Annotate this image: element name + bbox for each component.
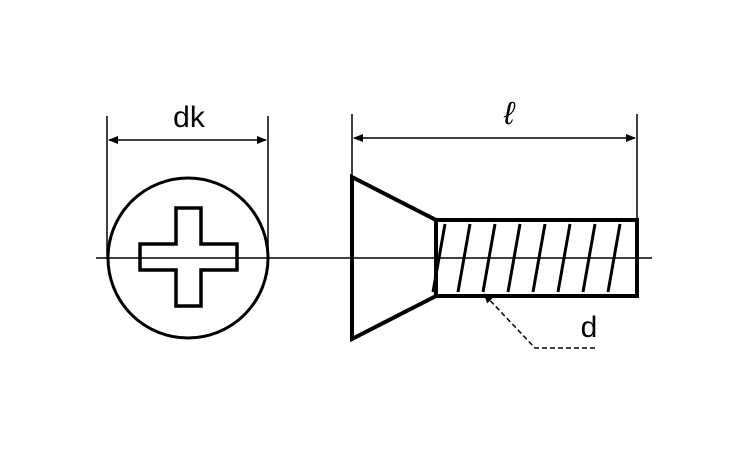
phillips-cross-recess (138, 206, 239, 308)
dk-dimension: dk (106, 101, 269, 258)
length-dimension: ℓ (351, 95, 638, 220)
thread-diameter-leader: d (483, 293, 598, 349)
length-label: ℓ (503, 95, 516, 131)
d-label: d (581, 311, 598, 344)
dk-label: dk (173, 101, 206, 134)
d-leader-line (483, 293, 595, 349)
